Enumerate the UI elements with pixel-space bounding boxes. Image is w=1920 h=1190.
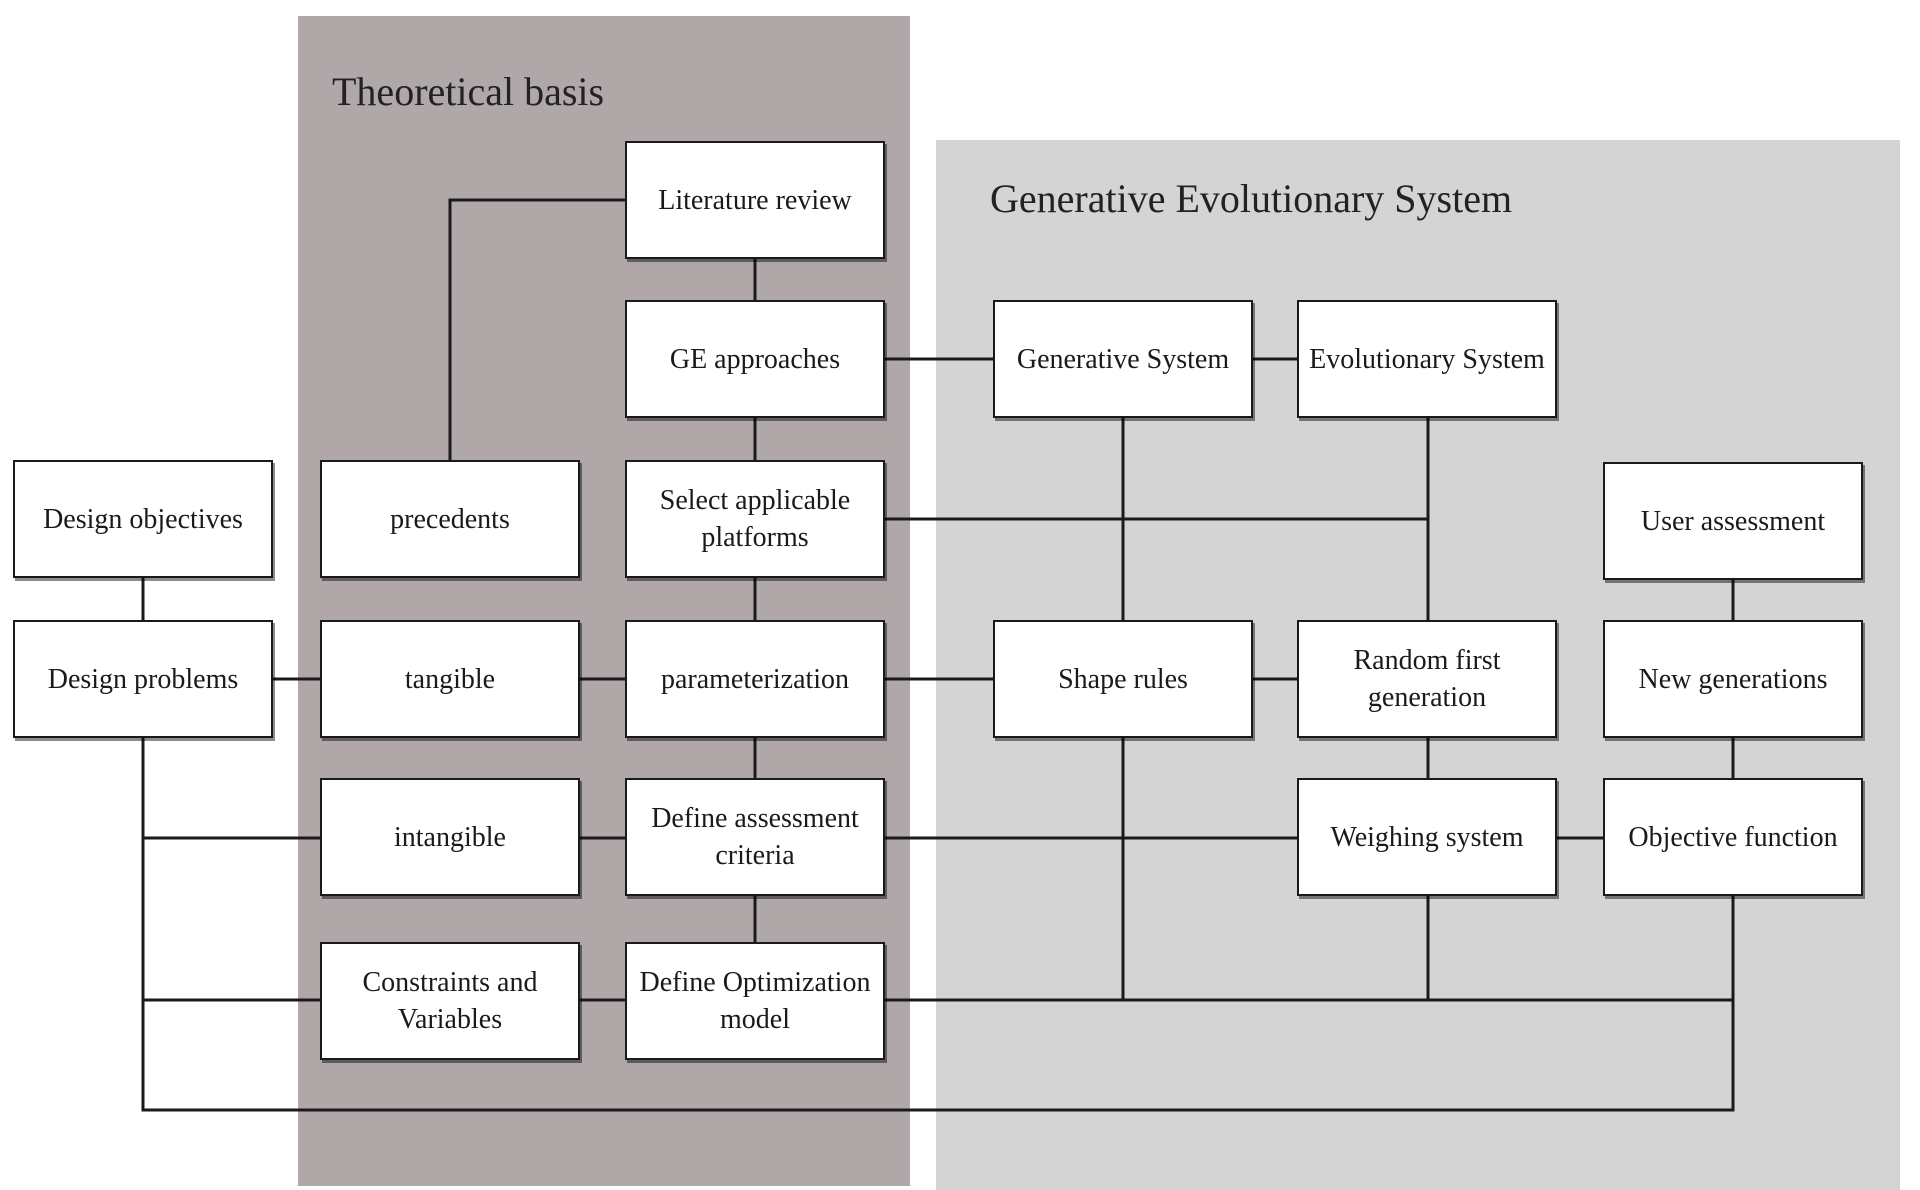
design-problems-label: Design problems [47,663,239,695]
theoretical-basis-title: Theoretical basis [332,69,605,114]
random-first-generation-box: Random first generation [1297,620,1557,738]
constraints-variables-box: Constraints and Variables [320,942,580,1060]
new-generations-label: New generations [1638,663,1828,695]
select-platforms-label: Select applicable platforms [659,485,851,553]
weighing-system-label: Weighing system [1330,821,1524,853]
user-assessment-box: User assessment [1603,462,1863,580]
generative-system-box: Generative System [993,300,1253,418]
generative-system-label: Generative System [1016,343,1230,375]
design-objectives-label: Design objectives [43,503,243,535]
ge-approaches-box: GE approaches [625,300,885,418]
connector-precedents-literature [448,198,632,462]
define-assessment-box: Define assessment criteria [625,778,885,896]
parameterization-label: parameterization [660,663,850,695]
parameterization-box: parameterization [625,620,885,738]
shape-rules-box: Shape rules [993,620,1253,738]
connector-problems-trunk [141,736,1735,1112]
evolutionary-system-label: Evolutionary System [1309,343,1545,375]
literature-review-label: Literature review [658,184,852,216]
constraints-variables-label: Constraints and Variables [362,967,538,1035]
define-assessment-label: Define assessment criteria [651,803,859,871]
tangible-box: tangible [320,620,580,738]
design-problems-box: Design problems [13,620,273,738]
ge-approaches-label: GE approaches [669,343,841,375]
objective-function-box: Objective function [1603,778,1863,896]
intangible-box: intangible [320,778,580,896]
generative-evolutionary-system-title: Generative Evolutionary System [990,176,1513,221]
literature-review-box: Literature review [625,141,885,259]
shape-rules-label: Shape rules [1058,663,1188,695]
design-objectives-box: Design objectives [13,460,273,578]
precedents-box: precedents [320,460,580,578]
define-optimization-box: Define Optimization model [625,942,885,1060]
objective-function-label: Objective function [1628,821,1838,853]
random-first-generation-label: Random first generation [1353,645,1501,713]
tangible-label: tangible [404,663,496,695]
user-assessment-label: User assessment [1640,505,1826,537]
weighing-system-box: Weighing system [1297,778,1557,896]
intangible-label: intangible [394,821,506,853]
select-platforms-box: Select applicable platforms [625,460,885,578]
define-optimization-label: Define Optimization model [639,967,871,1035]
precedents-label: precedents [390,503,510,535]
new-generations-box: New generations [1603,620,1863,738]
evolutionary-system-box: Evolutionary System [1297,300,1557,418]
